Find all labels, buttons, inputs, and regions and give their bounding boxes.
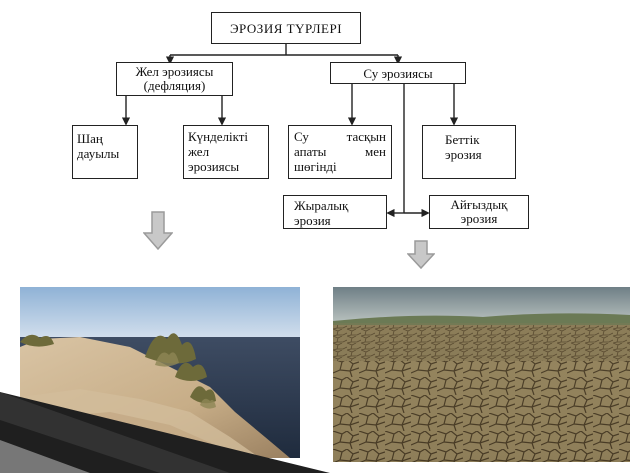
flood-line3: шөгінді xyxy=(294,159,337,174)
dust-storm-line2: дауылы xyxy=(77,146,120,161)
daily-wind-erosion-box: Күнделікті жел эрозиясы xyxy=(183,125,269,179)
stream-line2: эрозия xyxy=(460,211,498,226)
title-box: ЭРОЗИЯ ТҮРЛЕРІ xyxy=(211,12,361,44)
gully-erosion-box: Жыралық эрозия xyxy=(283,195,387,229)
water-erosion-box: Су эрозиясы xyxy=(330,62,466,84)
surface-line2: эрозия xyxy=(445,147,482,162)
cracked-earth-photo xyxy=(333,287,630,462)
down-arrow-icon xyxy=(143,211,173,251)
gully-line2: эрозия xyxy=(294,213,331,228)
surface-erosion-box: Беттік эрозия xyxy=(422,125,516,179)
stream-erosion-box: Айғыздық эрозия xyxy=(429,195,529,229)
stream-line1: Айғыздық xyxy=(450,197,508,212)
dust-storm-line1: Шаң xyxy=(77,131,103,146)
cracked-earth-image xyxy=(333,287,630,462)
water-erosion-label: Су эрозиясы xyxy=(363,65,433,81)
flood-line2: апаты мен xyxy=(294,144,386,159)
down-arrow-icon xyxy=(407,240,435,270)
daily-wind-line1: Күнделікті xyxy=(188,129,249,144)
sand-dunes-image xyxy=(20,287,300,458)
wind-erosion-box: Жел эрозиясы (дефляция) xyxy=(116,62,233,96)
surface-line1: Беттік xyxy=(445,132,480,147)
wind-erosion-label: Жел эрозиясы xyxy=(135,64,214,79)
daily-wind-line3: эрозиясы xyxy=(188,159,240,174)
flood-line1: Су тасқын xyxy=(294,129,386,144)
daily-wind-line2: жел xyxy=(188,144,210,159)
wind-erosion-sublabel: (дефляция) xyxy=(143,78,206,93)
gully-line1: Жыралық xyxy=(294,198,349,213)
title-label: ЭРОЗИЯ ТҮРЛЕРІ xyxy=(229,20,343,36)
dust-storm-box: Шаң дауылы xyxy=(72,125,138,179)
sand-dunes-photo xyxy=(20,287,300,458)
flood-box: Су тасқын апаты мен шөгінді xyxy=(288,125,392,179)
